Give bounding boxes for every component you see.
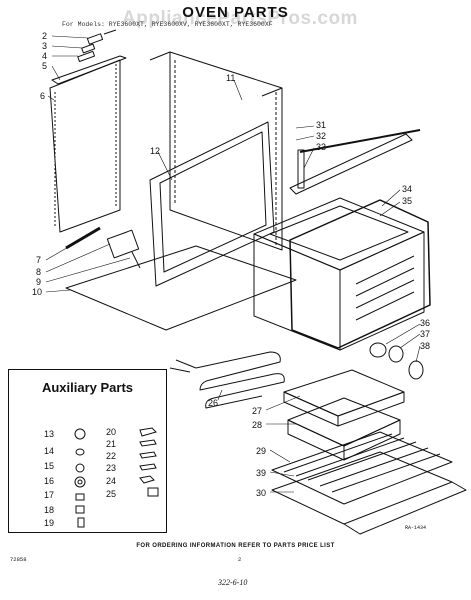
oven-sensor-wire bbox=[65, 226, 141, 269]
callout-4: 4 bbox=[42, 51, 48, 61]
callout-32: 32 bbox=[316, 131, 327, 141]
callout-34: 34 bbox=[402, 184, 413, 194]
callout-3: 3 bbox=[42, 41, 48, 51]
aux-callout-15: 15 bbox=[44, 461, 55, 471]
front-frame bbox=[149, 121, 275, 287]
rack-rail bbox=[289, 133, 413, 195]
callout-8: 8 bbox=[36, 267, 42, 277]
aux-callout-24: 24 bbox=[106, 476, 117, 486]
callout-6: 6 bbox=[40, 91, 46, 101]
callout-7: 7 bbox=[36, 255, 42, 265]
broiler-pan bbox=[283, 369, 405, 461]
support-rod bbox=[299, 129, 421, 153]
back-panel bbox=[49, 59, 121, 233]
callout-37: 37 bbox=[420, 329, 431, 339]
aux-callout-18: 18 bbox=[44, 505, 55, 515]
door-seal bbox=[289, 199, 431, 349]
callout-28: 28 bbox=[252, 420, 263, 430]
callout-38: 38 bbox=[420, 341, 431, 351]
aux-callout-14: 14 bbox=[44, 446, 55, 456]
callout-2: 2 bbox=[42, 31, 48, 41]
callout-10: 10 bbox=[32, 287, 43, 297]
oven-liner bbox=[253, 197, 425, 351]
callout-9: 9 bbox=[36, 277, 42, 287]
footer-page-number: 2 bbox=[238, 556, 242, 563]
aux-callout-13: 13 bbox=[44, 429, 55, 439]
outer-cabinet-wrapper bbox=[149, 51, 283, 251]
callout-31: 31 bbox=[316, 120, 327, 130]
footer-part-code: 322-6-10 bbox=[218, 578, 248, 587]
oven-rack bbox=[271, 431, 453, 505]
aux-callout-23: 23 bbox=[106, 463, 117, 473]
lower-oven-rack bbox=[271, 451, 467, 535]
aux-callout-20: 20 bbox=[106, 427, 117, 437]
auxiliary-parts-icons bbox=[74, 427, 159, 528]
callout-29: 29 bbox=[256, 446, 267, 456]
auxiliary-parts-box: Auxiliary Parts bbox=[8, 369, 167, 533]
callout-11: 11 bbox=[226, 73, 236, 83]
diagram-ref-code: RA-1434 bbox=[405, 525, 427, 531]
oven-light-assembly bbox=[369, 342, 424, 380]
hinge-bracket-set bbox=[77, 29, 117, 63]
callout-33: 33 bbox=[316, 142, 327, 152]
aux-callout-22: 22 bbox=[106, 451, 117, 461]
callout-12: 12 bbox=[150, 146, 161, 156]
models-line: For Models: RYE3600XT, RYE3600XV, RYE360… bbox=[62, 21, 273, 28]
aux-callout-21: 21 bbox=[106, 439, 117, 449]
aux-callout-19: 19 bbox=[44, 518, 55, 528]
auxiliary-parts-title: Auxiliary Parts bbox=[41, 380, 134, 395]
footer-doc-number: 72858 bbox=[10, 556, 27, 563]
callout-36: 36 bbox=[420, 318, 431, 328]
page-title: OVEN PARTS bbox=[182, 4, 289, 21]
callout-27: 27 bbox=[252, 406, 263, 416]
callout-39: 39 bbox=[256, 468, 267, 478]
callout-30: 30 bbox=[256, 488, 267, 498]
leader-lines bbox=[45, 35, 421, 493]
ordering-note: FOR ORDERING INFORMATION REFER TO PARTS … bbox=[136, 543, 335, 549]
top-cover-plate bbox=[51, 55, 127, 85]
cabinet-bottom-panel bbox=[65, 245, 297, 331]
callout-35: 35 bbox=[402, 196, 413, 206]
aux-callout-25: 25 bbox=[106, 489, 117, 499]
aux-callout-17: 17 bbox=[44, 490, 55, 500]
watermark: AppliancePartsPros.com bbox=[122, 8, 358, 29]
callout-26: 26 bbox=[208, 398, 219, 408]
aux-callout-16: 16 bbox=[44, 476, 55, 486]
bake-element bbox=[169, 351, 285, 409]
callout-5: 5 bbox=[42, 61, 48, 71]
